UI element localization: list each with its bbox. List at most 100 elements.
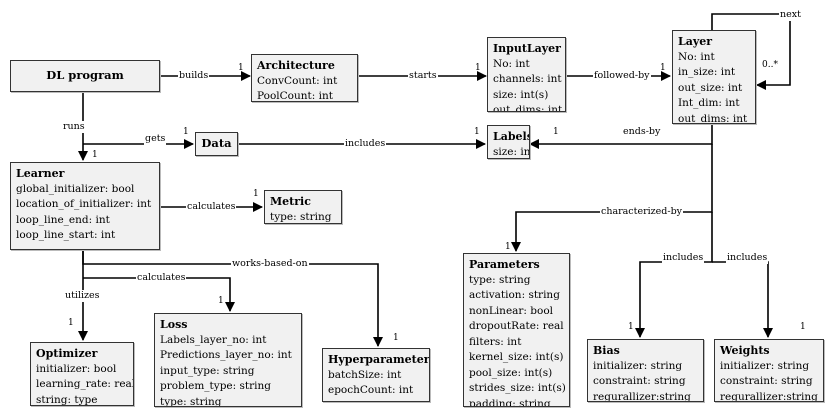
architecture-field: ConvCount: int [257,74,338,87]
layer-field: in_size: int [678,66,736,78]
multiplicity-data: 1 [183,127,189,137]
weights-field: regurallizer:string [720,390,818,402]
weights-title: Weights [720,344,770,357]
learner-field: location_of_initializer: int [16,198,152,210]
labels-title: Labels [493,130,530,143]
layer-field: out_dims: int [678,112,748,124]
multiplicity-labels-left: 1 [474,127,480,137]
hyperparameters-field: epochCount: int [328,384,414,396]
parameters-title: Parameters [469,258,540,271]
relation-label-works-based-on: works-based-on [231,258,309,270]
optimizer-field: string: type [36,393,98,406]
layer-field: out_size: int [678,81,743,94]
optimizer-field: learning_rate: real [36,378,134,390]
relation-label-ends-by: ends-by [622,126,662,138]
multiplicity-layer: 1 [660,63,666,73]
optimizer-class[interactable]: Optimizer initializer: bool learning_rat… [30,342,134,406]
parameters-class[interactable]: Parameters type: string activation: stri… [463,253,570,407]
layer-field: Int_dim: int [678,97,740,109]
weights-field: constraint: string [720,375,813,387]
relation-label-includes-labels: includes [344,138,387,150]
relation-label-utilizes: utilizes [64,290,101,302]
learner-class[interactable]: Learner global_initializer: bool locatio… [10,162,160,250]
multiplicity-loss: 1 [218,296,224,306]
relation-label-runs: runs [62,121,86,133]
bias-field: regurallizer:string [593,390,691,402]
bias-title: Bias [593,344,620,357]
loss-field: Labels_layer_no: int [160,333,267,346]
multiplicity-hyperparameters: 1 [393,333,399,343]
learner-field: global_initializer: bool [16,182,135,195]
labels-field: size: int [493,145,530,158]
parameters-field: kernel_size: int(s) [469,351,564,363]
layer-class[interactable]: Layer No: int in_size: int out_size: int… [672,30,756,124]
relation-label-includes-bias: includes [662,252,705,264]
parameters-field: pool_size: int(s) [469,366,553,379]
relation-label-next: next [779,9,802,21]
edge-characterized-by [511,144,713,252]
metric-title: Metric [270,195,311,208]
dl-program-class[interactable]: DL program [10,60,160,92]
input-layer-field: No: int [493,57,530,70]
hyperparameters-field: batchSize: int [328,368,402,381]
relation-label-gets: gets [144,133,167,145]
multiplicity-metric: 1 [253,189,259,199]
architecture-title: Architecture [257,59,335,72]
data-class[interactable]: Data [195,132,238,156]
edge-calculates-loss [83,277,235,312]
loss-title: Loss [160,318,188,331]
relation-label-characterized-by: characterized-by [600,206,684,218]
metric-field: type: string [270,210,332,223]
input-layer-title: InputLayer [493,42,561,55]
multiplicity-optimizer: 1 [68,318,74,328]
loss-field: type: string [160,395,222,407]
loss-field: problem_type: string [160,380,271,392]
edge-includes-weights [712,261,773,338]
loss-class[interactable]: Loss Labels_layer_no: int Predictions_la… [154,313,302,407]
optimizer-title: Optimizer [36,347,98,360]
parameters-field: nonLinear: bool [469,304,554,317]
parameters-field: strides_size: int(s) [469,382,566,394]
relation-label-starts: starts [408,70,438,82]
learner-field: loop_line_end: int [16,213,110,226]
optimizer-field: initializer: bool [36,362,117,375]
parameters-field: dropoutRate: real [469,320,564,332]
parameters-field: padding: string [469,397,551,407]
bias-field: initializer: string [593,359,683,372]
bias-class[interactable]: Bias initializer: string constraint: str… [587,339,704,402]
parameters-field: type: string [469,273,531,286]
multiplicity-next: 0..* [762,60,778,70]
architecture-field: PoolCount: int [257,90,333,102]
weights-field: initializer: string [720,359,810,372]
parameters-field: activation: string [469,289,560,301]
architecture-class[interactable]: Architecture ConvCount: int PoolCount: i… [251,54,358,102]
weights-class[interactable]: Weights initializer: string constraint: … [714,339,824,402]
hyperparameters-title: Hyperparameters [328,353,430,366]
input-layer-field: size: int(s) [493,88,549,101]
multiplicity-input-layer: 1 [475,63,481,73]
learner-title: Learner [16,167,65,180]
relation-label-builds: builds [178,70,210,82]
relation-label-followed-by: followed-by [593,70,651,82]
multiplicity-labels-right: 1 [553,127,559,137]
multiplicity-architecture: 1 [238,63,244,73]
labels-class[interactable]: Labels size: int [487,125,530,159]
loss-field: input_type: string [160,364,255,377]
input-layer-class[interactable]: InputLayer No: int channels: int size: i… [487,37,566,112]
edge-includes-bias [635,212,713,338]
hyperparameters-class[interactable]: Hyperparameters batchSize: int epochCoun… [322,348,430,402]
relation-label-calculates-loss: calculates [136,272,187,284]
layer-title: Layer [678,35,713,48]
bias-field: constraint: string [593,375,686,387]
metric-class[interactable]: Metric type: string [264,190,342,224]
relation-label-includes-weights: includes [726,252,769,264]
multiplicity-bias: 1 [628,322,634,332]
input-layer-field: channels: int [493,73,562,85]
relation-label-calculates-metric: calculates [186,201,237,213]
dl-program-title: DL program [46,68,124,83]
multiplicity-weights: 1 [800,322,806,332]
learner-field: loop_line_start: int [16,229,116,241]
data-title: Data [201,136,232,151]
loss-field: Predictions_layer_no: int [160,349,292,361]
layer-field: No: int [678,50,715,63]
